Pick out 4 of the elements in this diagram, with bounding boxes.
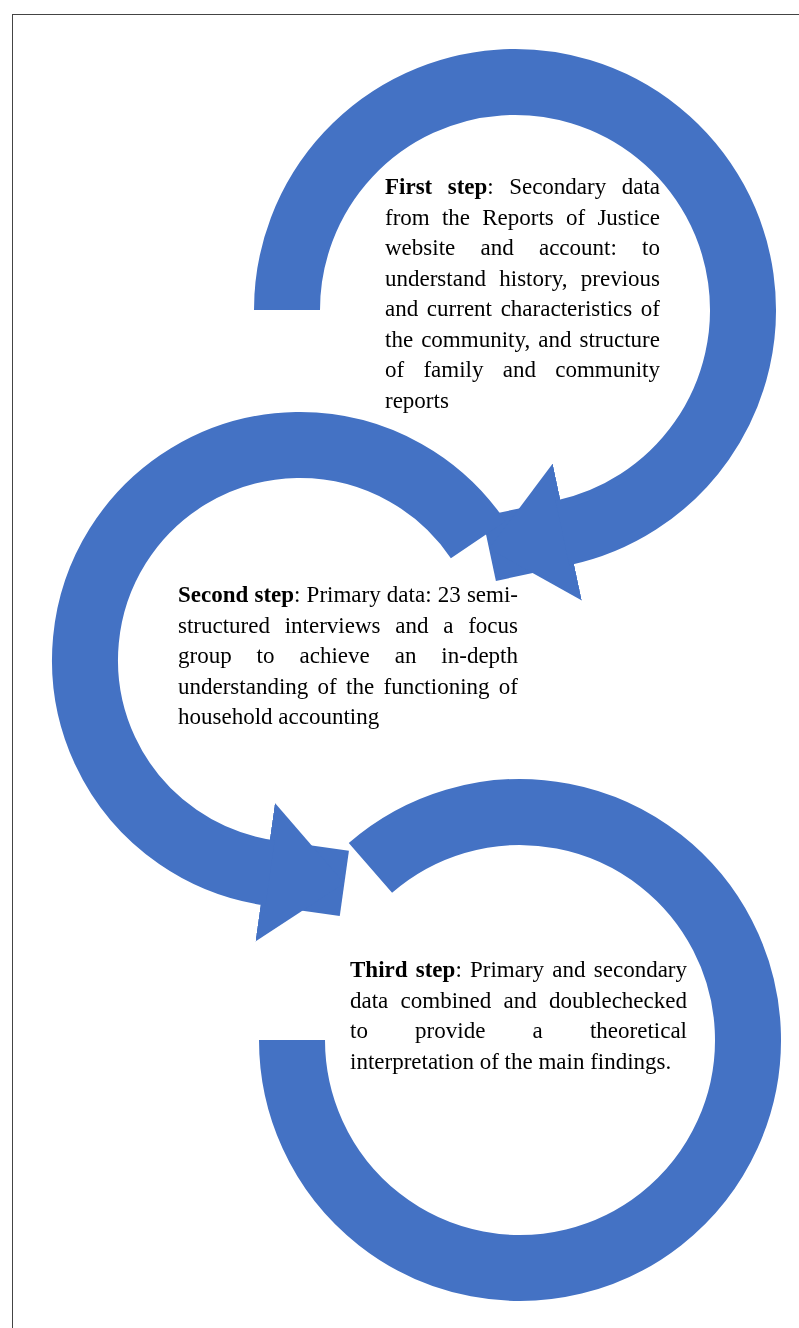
step-text: Second step: Primary data: 23 semi-structured interviews and a focus group to achieve an in-depth understanding of the functioning of household accounting xyxy=(178,581,518,731)
step-text: Third step: Primary and secondary data combined and doublechecked to provide a theoretical interpretation of the main findings. xyxy=(350,956,687,1076)
arrow xyxy=(255,802,350,942)
step-text: First step: Secondary data from the Reports of Justice website and account: to understand history, previous and current characteristics of the community, and structure of family and community reports xyxy=(385,173,660,415)
